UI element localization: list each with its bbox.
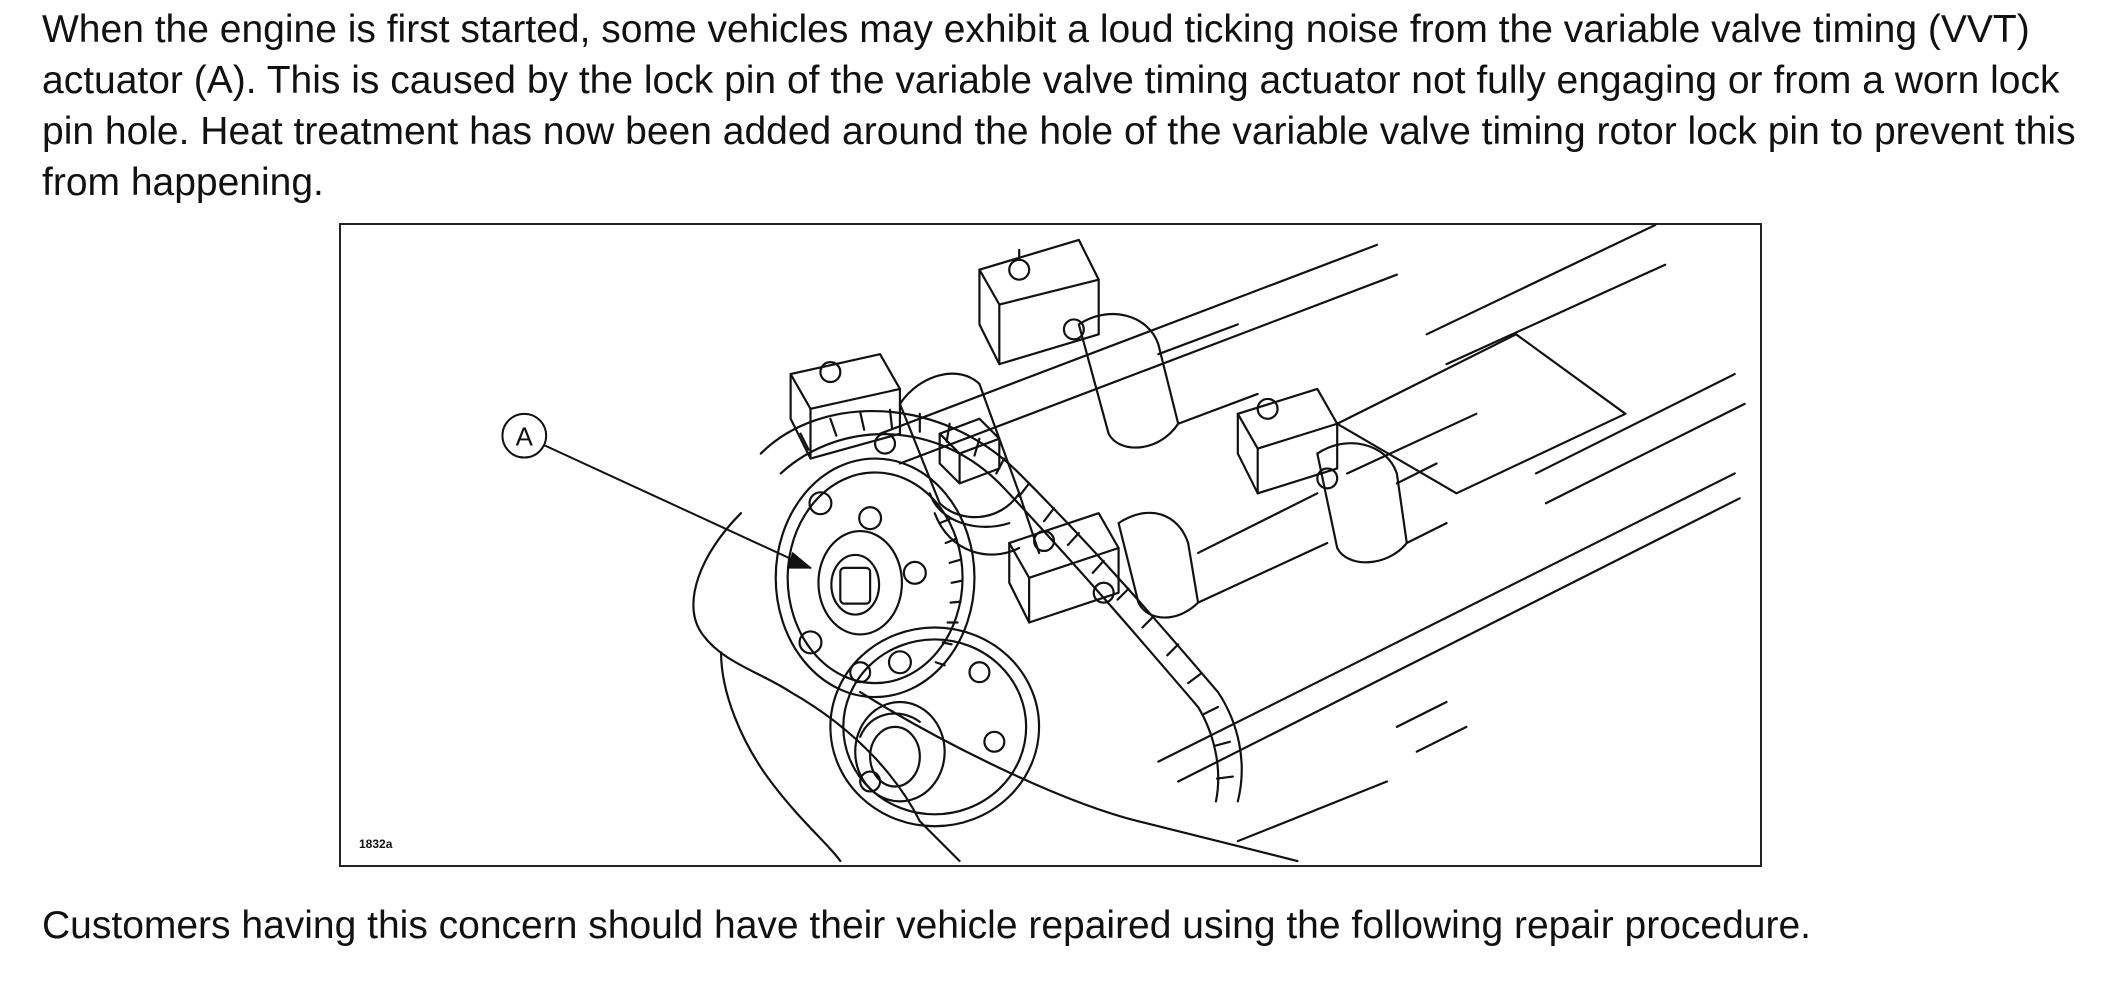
intro-paragraph: When the engine is first started, some v… xyxy=(42,8,2076,204)
engine-illustration: A 1832a xyxy=(339,223,1762,867)
head-ridge xyxy=(1336,333,1627,495)
vvt-actuator-drawing: A xyxy=(501,225,1746,863)
cam-bearing-cap xyxy=(1236,387,1339,495)
timing-chain-inner xyxy=(779,433,1220,803)
timing-chain-outer xyxy=(759,410,1243,803)
callout-arrowhead xyxy=(787,552,812,569)
closing-paragraph: Customers having this concern should hav… xyxy=(42,904,1811,947)
cam-bearing-cap xyxy=(789,353,902,460)
head-edge-line xyxy=(878,243,1379,435)
vvt-actuator-hub xyxy=(854,700,946,803)
cam-lobe xyxy=(1077,312,1180,449)
front-cover-outline xyxy=(692,512,961,863)
cam-bearing-cap xyxy=(978,238,1100,366)
upper-sprocket-hub xyxy=(817,529,904,636)
cam-lobe xyxy=(1316,442,1408,564)
callout-a-label: A xyxy=(516,424,534,452)
cam-bearing-cap xyxy=(1008,512,1120,624)
upper-sprocket xyxy=(774,457,976,699)
vvt-actuator-sprocket xyxy=(829,626,1041,828)
callout-a-circle xyxy=(501,412,548,459)
callout-leader-line xyxy=(544,444,812,569)
head-edge-line xyxy=(898,273,1398,465)
cam-lobe xyxy=(1117,511,1200,619)
cam-lobe xyxy=(898,372,1021,519)
reluctor-block xyxy=(938,417,1001,485)
figure-code: 1832a xyxy=(359,837,393,851)
